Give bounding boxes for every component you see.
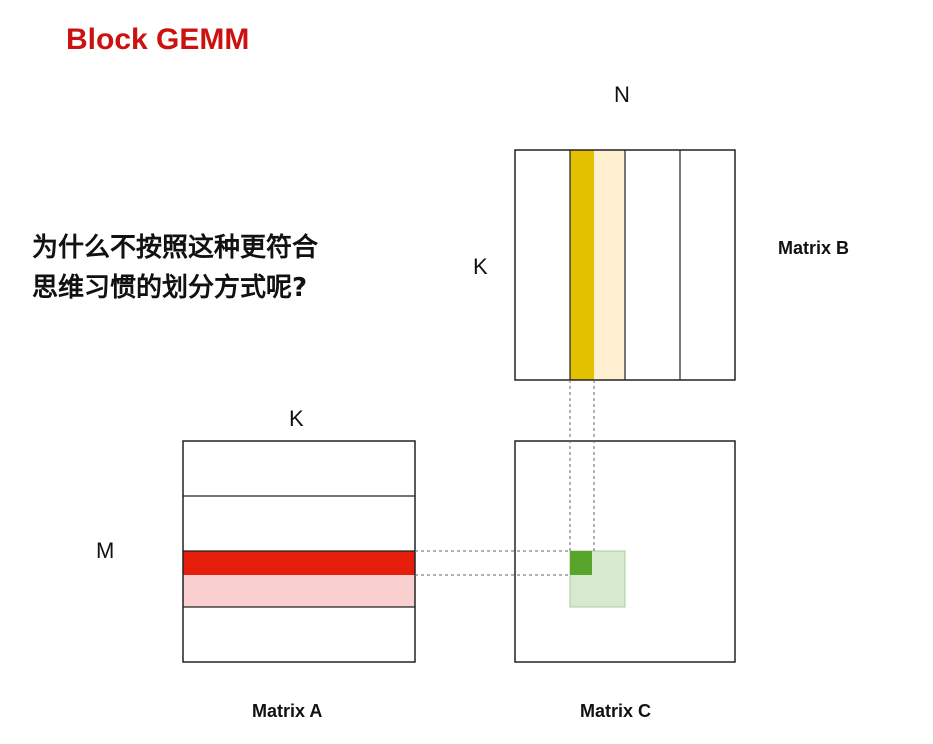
matrix-a-row-active	[183, 551, 415, 575]
guide-lines	[415, 380, 595, 576]
matrix-c	[514, 440, 736, 663]
matrix-b-col-next	[594, 150, 625, 380]
question-line-1: 为什么不按照这种更符合	[32, 233, 319, 263]
matrix-a	[182, 440, 416, 663]
matrix-b-n-label: N	[614, 82, 630, 107]
matrix-b-col-active	[570, 150, 594, 380]
matrix-b-label: Matrix B	[778, 238, 850, 258]
matrix-a-label: Matrix A	[252, 701, 323, 721]
matrix-a-k-label: K	[289, 406, 304, 431]
matrix-c-block-active	[570, 551, 592, 575]
matrix-b-k-label: K	[473, 254, 488, 279]
matrix-a-m-label: M	[96, 538, 115, 563]
question-text: 为什么不按照这种更符合 思维习惯的划分方式呢?	[32, 228, 318, 308]
matrix-a-row-next	[183, 575, 415, 607]
matrix-c-block-region	[569, 550, 626, 608]
question-line-2: 思维习惯的划分方式呢?	[32, 273, 308, 303]
matrix-c-label: Matrix C	[580, 701, 652, 721]
matrix-c-outline	[514, 440, 736, 663]
matrix-b	[514, 149, 736, 381]
slide-title: Block GEMM	[66, 23, 250, 56]
